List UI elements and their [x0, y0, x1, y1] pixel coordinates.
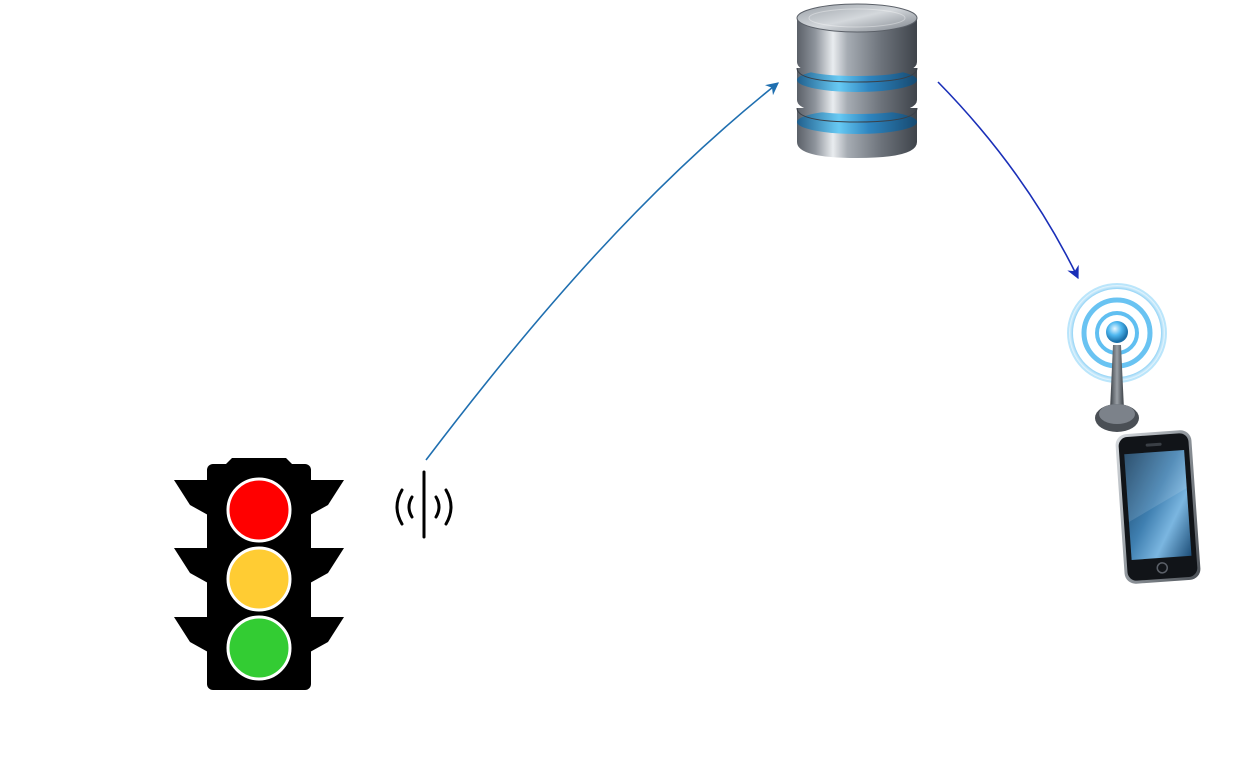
wireless-tower-icon [1063, 279, 1171, 432]
edge-database-to-tower [937, 81, 1079, 280]
yellow-lamp [226, 546, 292, 612]
database-server-icon [796, 3, 918, 158]
smartphone-icon [1115, 430, 1201, 584]
edge-antenna-to-database [425, 82, 780, 461]
red-lamp [226, 477, 292, 543]
traffic-light-icon [174, 458, 344, 690]
radio-antenna-icon [395, 470, 453, 539]
green-lamp [226, 615, 292, 681]
